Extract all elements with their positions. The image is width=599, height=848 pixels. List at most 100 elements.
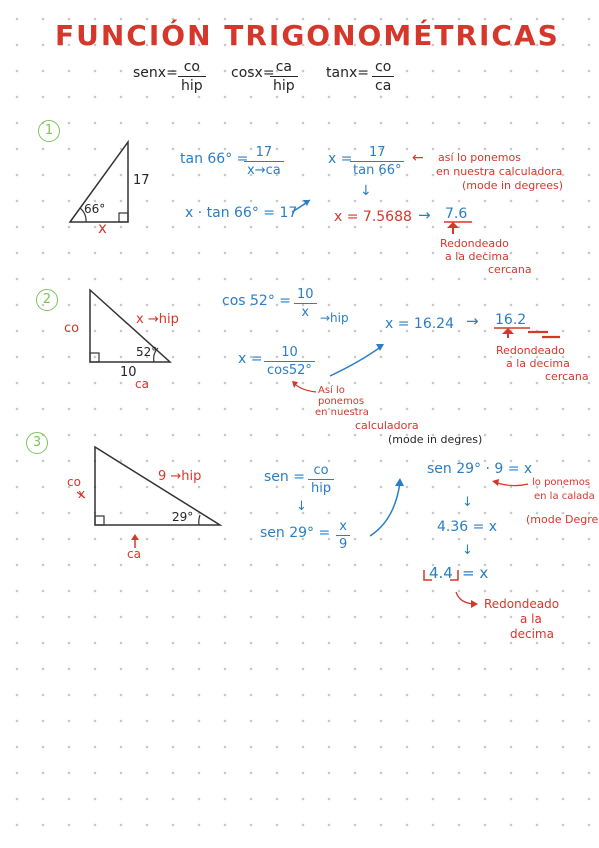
- p2-note-line3: en nuestra: [315, 407, 369, 418]
- p2-note-line2: ponemos: [318, 396, 365, 407]
- p3-rounded-note-3: decima: [510, 627, 554, 641]
- p1-rounded-arrow: →: [418, 206, 431, 224]
- p2-eq2-left: x =: [238, 351, 263, 367]
- p1-rounded-note-3: cercana: [488, 263, 532, 276]
- sin-formula-fraction: co hip: [178, 60, 206, 93]
- p2-rounded: 16.2: [495, 312, 527, 328]
- p3-eq2-fraction: x 9: [336, 520, 351, 552]
- p3-curved-arrow: [369, 481, 401, 537]
- tan-formula-label: tanx=: [326, 65, 369, 81]
- tan-formula-num: co: [372, 60, 395, 77]
- p3-rounded-note-2: a la: [520, 612, 542, 626]
- p2-eq2-fraction: 10 cos52°: [264, 346, 315, 377]
- p1-angle-label: 66°: [84, 202, 106, 216]
- p2-note-line4: calculadora: [355, 419, 419, 432]
- p3-down-arrow-3: ↓: [462, 543, 473, 558]
- p1-eq1-fraction: 17 x→ca: [244, 146, 284, 177]
- p1-eq3-fraction: 17 tan 66°: [350, 146, 405, 178]
- p2-curved-arrow: [329, 345, 383, 377]
- p1-eq3-den: tan 66°: [353, 163, 402, 178]
- p1-rounded-note-2: a la decima: [445, 250, 509, 263]
- p1-side-right: 17: [133, 173, 150, 188]
- p2-eq2-den: cos52°: [267, 363, 312, 378]
- p3-eq3: sen 29° · 9 = x: [427, 461, 533, 477]
- cos-formula-fraction: ca hip: [270, 60, 298, 93]
- p1-eq1-num: 17: [244, 146, 284, 162]
- angle-arc-3: [198, 514, 201, 526]
- p3-side-hyp: 9 →hip: [158, 469, 202, 484]
- p2-bracket: [528, 330, 560, 339]
- p2-eq1-den: x: [301, 305, 310, 320]
- p2-rounded-note-1: Redondeado: [496, 344, 565, 357]
- p2-eq2-num: 10: [264, 346, 315, 362]
- p2-note-line1: Así lo: [318, 385, 345, 396]
- p2-eq1-right: →hip: [320, 311, 349, 325]
- p2-side-hyp: x →hip: [136, 312, 179, 327]
- p3-eq2-den: 9: [339, 537, 348, 552]
- p3-note-hook: [455, 591, 477, 605]
- tan-formula-fraction: co ca: [372, 60, 395, 94]
- sin-formula-label: senx=: [133, 65, 178, 81]
- p3-note-line1: lo ponemos: [532, 477, 591, 488]
- p1-down-arrow: ↓: [360, 183, 372, 199]
- p3-eq1-num: co: [308, 464, 335, 480]
- p3-eq1-left: sen =: [264, 469, 305, 485]
- p3-note-line3: (mode Degres): [526, 513, 599, 526]
- p1-result: x = 7.5688: [334, 209, 412, 225]
- p2-result: x = 16.24: [385, 316, 454, 332]
- p3-rounded: 4.4: [429, 564, 453, 582]
- p2-side-bottom-ca: ca: [135, 377, 149, 391]
- p1-note-arrow: ←: [412, 150, 424, 166]
- p2-side-left: co: [64, 321, 80, 336]
- problem-1-number: 1: [38, 120, 60, 142]
- p2-eq1-num: 10: [294, 288, 317, 304]
- p2-rounded-note-2: a la decima: [506, 357, 570, 370]
- p3-angle-label: 29°: [172, 510, 194, 524]
- p3-result: 4.36 = x: [437, 519, 498, 535]
- problem-3-number: 3: [26, 432, 48, 454]
- cos-formula-label: cosx=: [231, 65, 275, 81]
- p3-note-line2: en la calada: [534, 491, 595, 502]
- p2-rounded-arrow: →: [466, 312, 479, 330]
- p3-down-arrow-2: ↓: [462, 495, 473, 510]
- p3-down-arrow-1: ↓: [296, 499, 307, 514]
- p1-eq1-left: tan 66° =: [180, 151, 249, 167]
- p2-side-bottom: 10: [120, 365, 137, 380]
- p3-rounded-note-1: Redondeado: [484, 597, 560, 611]
- p2-angle-label: 52°: [136, 345, 158, 359]
- p1-eq1-den: x→ca: [247, 163, 281, 178]
- p3-side-left-bottom: x: [78, 487, 86, 501]
- p3-side-left-top: co: [67, 475, 81, 489]
- p1-eq3-num: 17: [350, 146, 405, 162]
- p1-note-line2: en nuestra calculadora: [436, 165, 563, 178]
- p3-rounded-right: = x: [462, 564, 489, 582]
- p2-note-line5: (mode in degres): [388, 433, 483, 446]
- p2-eq1-fraction: 10 x: [294, 288, 317, 319]
- cos-formula-den: hip: [273, 78, 295, 94]
- tan-formula-den: ca: [375, 78, 392, 94]
- p1-eq2: x · tan 66° = 17: [185, 205, 298, 221]
- problem-2-number: 2: [36, 289, 58, 311]
- triangle-3: [94, 445, 223, 526]
- right-angle-1: [118, 212, 129, 223]
- p2-eq1-left: cos 52° =: [222, 293, 292, 309]
- p1-eq3-left: x =: [328, 151, 353, 167]
- p1-note-line3: (mode in degrees): [462, 179, 564, 192]
- p3-eq1-den: hip: [311, 481, 332, 496]
- p2-rounded-note-3: cercana: [545, 370, 589, 383]
- p1-side-bottom: x: [98, 219, 107, 237]
- sin-formula-num: co: [178, 60, 206, 77]
- p3-note-arrow: [493, 481, 529, 487]
- right-angle-3: [94, 515, 105, 526]
- sin-formula-den: hip: [181, 78, 203, 94]
- page-title: FUNCIÓN TRIGONOMÉTRICAS: [55, 19, 560, 52]
- cos-formula-num: ca: [270, 60, 298, 77]
- p3-side-bottom: ca: [127, 547, 141, 561]
- p1-rounded: 7.6: [445, 206, 468, 222]
- right-angle-2: [89, 352, 100, 363]
- p3-eq1-fraction: co hip: [308, 464, 335, 496]
- p3-eq2-left: sen 29° =: [260, 525, 331, 541]
- p1-rounded-note-1: Redondeado: [440, 237, 509, 250]
- p1-note-line1: así lo ponemos: [438, 151, 521, 164]
